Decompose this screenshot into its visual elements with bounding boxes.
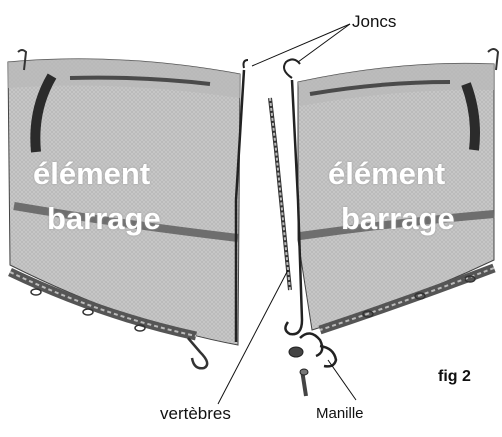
manille-label: Manille <box>316 405 364 422</box>
joncs-label: Joncs <box>352 12 396 32</box>
left-hanging-link <box>188 338 207 368</box>
left-element-label-line1: élément <box>33 158 150 189</box>
figure-number: fig 2 <box>438 368 471 386</box>
right-element-label-line1: élément <box>328 158 445 189</box>
shackle-assembly <box>289 333 336 396</box>
manille-leader <box>328 360 356 400</box>
left-element-label-line2: barrage <box>47 203 161 234</box>
vertebres-label: vertèbres <box>160 404 231 424</box>
right-element-label-line2: barrage <box>341 203 455 234</box>
vertebrae-strip <box>270 98 290 290</box>
right-fabric <box>298 63 494 330</box>
